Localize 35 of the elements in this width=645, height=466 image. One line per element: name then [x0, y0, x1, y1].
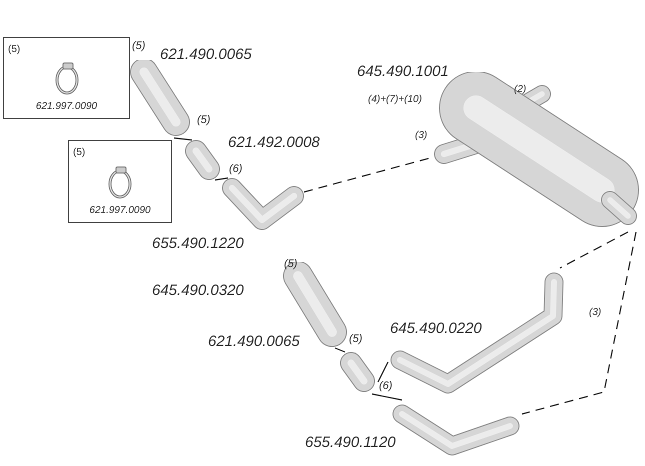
part-number: 655.490.1120	[305, 433, 396, 453]
callout-number: (5)	[73, 146, 86, 160]
callout-number: (5)	[349, 332, 362, 347]
callout-number: (6)	[229, 162, 242, 177]
connector-line	[377, 362, 389, 382]
callout-number: (3)	[415, 129, 428, 143]
callout-number: (5)	[132, 39, 146, 54]
dashed-connector-line	[560, 231, 628, 269]
callout-number: (5)	[284, 257, 298, 272]
part-number: 645.490.1001	[357, 62, 449, 82]
part-number: 645.490.0220	[390, 319, 482, 339]
connector-line	[372, 393, 402, 401]
callout-number: (5)	[197, 113, 210, 128]
clamp-panel	[68, 140, 172, 223]
connector-line	[174, 137, 192, 141]
clamp-panel	[3, 37, 130, 119]
dashed-connector-line	[522, 232, 637, 415]
pipe-drawing	[128, 60, 192, 138]
part-number: 621.997.0090	[89, 204, 151, 218]
callout-number: (6)	[379, 379, 392, 394]
part-number: 621.490.0065	[160, 45, 252, 65]
callout-number: (5)	[8, 43, 20, 57]
callout-number: (2)	[514, 83, 526, 97]
sleeve-drawing	[338, 352, 378, 394]
connector-line	[334, 347, 346, 353]
connector-line	[214, 177, 228, 181]
callout-number: (4)+(7)+(10)	[368, 93, 422, 107]
part-number: 621.997.0090	[36, 100, 98, 114]
part-number: 655.490.1220	[152, 234, 244, 254]
part-number: 621.492.0008	[228, 133, 320, 153]
part-number: 645.490.0320	[152, 281, 244, 301]
part-number: 621.490.0065	[208, 332, 300, 352]
dashed-connector-line	[304, 157, 430, 193]
callout-number: (3)	[589, 306, 602, 320]
sleeve-drawing	[183, 140, 223, 180]
